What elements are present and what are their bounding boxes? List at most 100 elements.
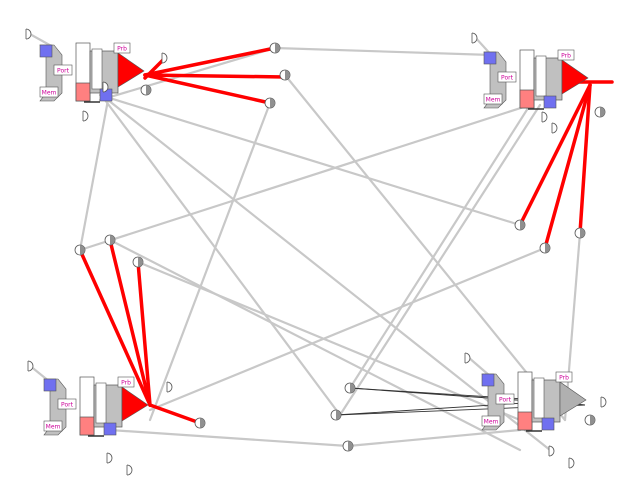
node-label-box xyxy=(557,49,575,61)
node-label-port: Port xyxy=(499,397,512,404)
node-column-fill xyxy=(79,416,95,436)
probe-endpoint[interactable] xyxy=(264,97,276,109)
cap-endpoint[interactable] xyxy=(106,452,113,464)
grey-link xyxy=(346,428,522,448)
red-link xyxy=(108,238,152,407)
node-head xyxy=(121,386,149,422)
node-label-box xyxy=(39,86,59,98)
probe-endpoint[interactable] xyxy=(594,106,606,118)
node-label-box xyxy=(117,376,135,388)
node-body-panel xyxy=(95,382,107,424)
cap-endpoint[interactable] xyxy=(464,352,471,364)
node-label-box xyxy=(481,415,501,427)
node-column-fill xyxy=(75,82,91,102)
cap-endpoint[interactable] xyxy=(548,445,555,457)
cap-endpoint[interactable] xyxy=(27,360,34,372)
node-label-prb: Prb xyxy=(559,375,569,382)
node-label-box xyxy=(53,64,73,76)
grey-link xyxy=(136,260,522,422)
grey-link xyxy=(273,46,494,57)
probe-endpoint[interactable] xyxy=(330,409,342,421)
red-link-group xyxy=(78,46,614,425)
node-label-box xyxy=(57,398,77,410)
cap-endpoint[interactable] xyxy=(126,464,133,476)
node-label-box xyxy=(497,71,517,83)
node-label-port: Port xyxy=(57,68,70,75)
cap-endpoint[interactable] xyxy=(541,111,548,123)
node-head xyxy=(561,59,589,95)
node-label-mem: Mem xyxy=(486,97,501,104)
grey-link xyxy=(103,98,342,417)
probe-endpoint[interactable] xyxy=(344,382,356,394)
node-head xyxy=(559,381,587,417)
node-blue-block xyxy=(541,417,555,431)
grey-link xyxy=(466,355,492,378)
cap-endpoint[interactable] xyxy=(166,381,173,393)
red-link xyxy=(143,46,277,77)
probe-endpoint[interactable] xyxy=(574,227,586,239)
probe-endpoint[interactable] xyxy=(194,417,206,429)
grey-link xyxy=(108,428,350,448)
node-blue-block xyxy=(43,378,57,392)
cap-endpoint[interactable] xyxy=(551,122,558,134)
node-column-fill xyxy=(519,89,535,109)
node-label-prb: Prb xyxy=(117,46,127,53)
grey-link-group xyxy=(26,31,582,452)
node-label-box xyxy=(495,393,515,405)
probe-endpoint[interactable] xyxy=(74,244,86,256)
grey-link xyxy=(348,103,532,390)
node-label-prb: Prb xyxy=(121,380,131,387)
red-link xyxy=(143,73,272,105)
node-column-fill xyxy=(517,411,533,431)
node-body-panel xyxy=(91,48,103,90)
cap-endpoint[interactable] xyxy=(25,28,32,40)
red-link xyxy=(78,248,152,407)
probe-endpoint[interactable] xyxy=(279,69,291,81)
cap-endpoint[interactable] xyxy=(161,52,168,64)
probe-endpoint[interactable] xyxy=(140,84,152,96)
probe-endpoint[interactable] xyxy=(539,242,551,254)
cap-endpoint[interactable] xyxy=(568,457,575,469)
grey-link xyxy=(108,238,522,452)
node-body-panel xyxy=(533,377,545,419)
cap-endpoint[interactable] xyxy=(471,32,478,44)
node-label-mem: Mem xyxy=(42,90,57,97)
red-link xyxy=(148,403,202,425)
node-head xyxy=(117,52,145,88)
red-link xyxy=(143,73,287,79)
node-label-box xyxy=(43,420,63,432)
probe-endpoint[interactable] xyxy=(342,440,354,452)
probe-endpoint[interactable] xyxy=(132,256,144,268)
probe-endpoint[interactable] xyxy=(514,219,526,231)
grey-link xyxy=(106,98,552,452)
red-link xyxy=(543,83,592,250)
probe-endpoint[interactable] xyxy=(269,42,281,54)
grey-link xyxy=(148,246,547,412)
grey-link xyxy=(78,103,532,252)
grey-link xyxy=(78,98,110,252)
node-blue-block xyxy=(483,51,497,65)
red-link xyxy=(518,83,592,227)
node-blue-block xyxy=(39,44,53,58)
node-label-prb: Prb xyxy=(561,53,571,60)
cap-endpoint[interactable] xyxy=(82,110,89,122)
node-blue-block xyxy=(481,373,495,387)
node-label-box xyxy=(555,371,573,383)
probe-endpoint[interactable] xyxy=(104,234,116,246)
node-body-panel xyxy=(535,55,547,97)
grey-link xyxy=(148,101,272,422)
grey-link xyxy=(98,93,522,227)
red-link xyxy=(578,83,592,235)
red-link xyxy=(136,260,152,407)
cap-endpoint[interactable] xyxy=(600,396,607,408)
node-label-box xyxy=(113,42,131,54)
grey-link xyxy=(283,73,567,422)
probe-endpoint[interactable] xyxy=(584,414,596,426)
node-blue-block xyxy=(543,95,557,109)
grey-link xyxy=(338,103,542,417)
